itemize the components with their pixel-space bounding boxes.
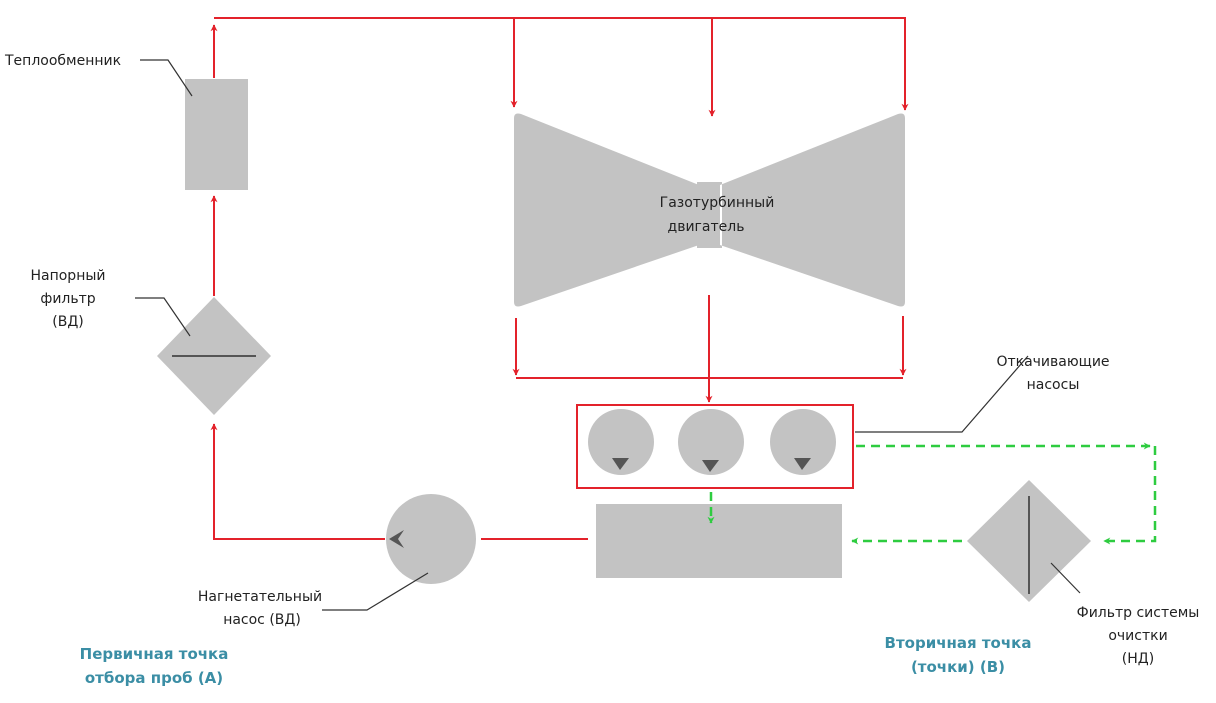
scavenge-pump-1: [588, 409, 654, 475]
pump-arrow-icon: [794, 458, 811, 470]
heat-exchanger: [185, 79, 248, 190]
gas-turbine-engine: [514, 113, 905, 307]
svg-text:Откачивающие: Откачивающие: [996, 354, 1109, 370]
pressure-filter-label: Напорный фильтр (ВД): [30, 268, 105, 330]
leader-lines: [135, 59, 1081, 611]
svg-text:очистки: очистки: [1108, 628, 1167, 644]
svg-text:Вторичная точка: Вторичная точка: [885, 634, 1032, 652]
pump-arrow-icon: [612, 458, 629, 470]
svg-text:Нагнетательный: Нагнетательный: [198, 589, 322, 605]
svg-text:Фильтр системы: Фильтр системы: [1077, 605, 1200, 621]
heat-exchanger-label: Теплообменник: [4, 53, 121, 69]
svg-text:фильтр: фильтр: [40, 291, 95, 307]
svg-text:двигатель: двигатель: [668, 219, 745, 235]
pump-arrow-icon: [702, 460, 719, 472]
svg-text:Теплообменник: Теплообменник: [4, 53, 121, 69]
svg-text:(НД): (НД): [1122, 651, 1154, 667]
svg-text:отбора проб (А): отбора проб (А): [85, 669, 223, 687]
svg-text:насосы: насосы: [1027, 377, 1080, 393]
scavenge-pump-3: [770, 409, 836, 475]
svg-text:насос (ВД): насос (ВД): [223, 612, 301, 628]
pressure-lines: [210, 17, 909, 540]
engine-label: Газотурбинный двигатель: [660, 195, 775, 235]
pressure-pump-label: Нагнетательный насос (ВД): [198, 589, 322, 628]
svg-text:Первичная точка: Первичная точка: [80, 645, 229, 663]
scavenge-filter-label: Фильтр системы очистки (НД): [1077, 605, 1200, 667]
primary-sampling-point-label: Первичная точка отбора проб (А): [80, 645, 229, 687]
scavenge-pumps-label: Откачивающие насосы: [996, 354, 1109, 393]
scavenge-pump-2: [678, 409, 744, 475]
svg-text:(ВД): (ВД): [52, 314, 83, 330]
svg-text:Газотурбинный: Газотурбинный: [660, 195, 775, 211]
scavenge-lines: [707, 442, 1157, 545]
secondary-sampling-point-label: Вторичная точка (точки) (В): [885, 634, 1032, 676]
scavenge-pumps-box: [576, 404, 854, 489]
pump-arrow-icon: [389, 530, 404, 548]
pressure-pump: [386, 494, 476, 584]
oil-tank: [596, 504, 842, 578]
svg-text:(точки) (В): (точки) (В): [911, 658, 1005, 676]
svg-text:Напорный: Напорный: [30, 268, 105, 284]
